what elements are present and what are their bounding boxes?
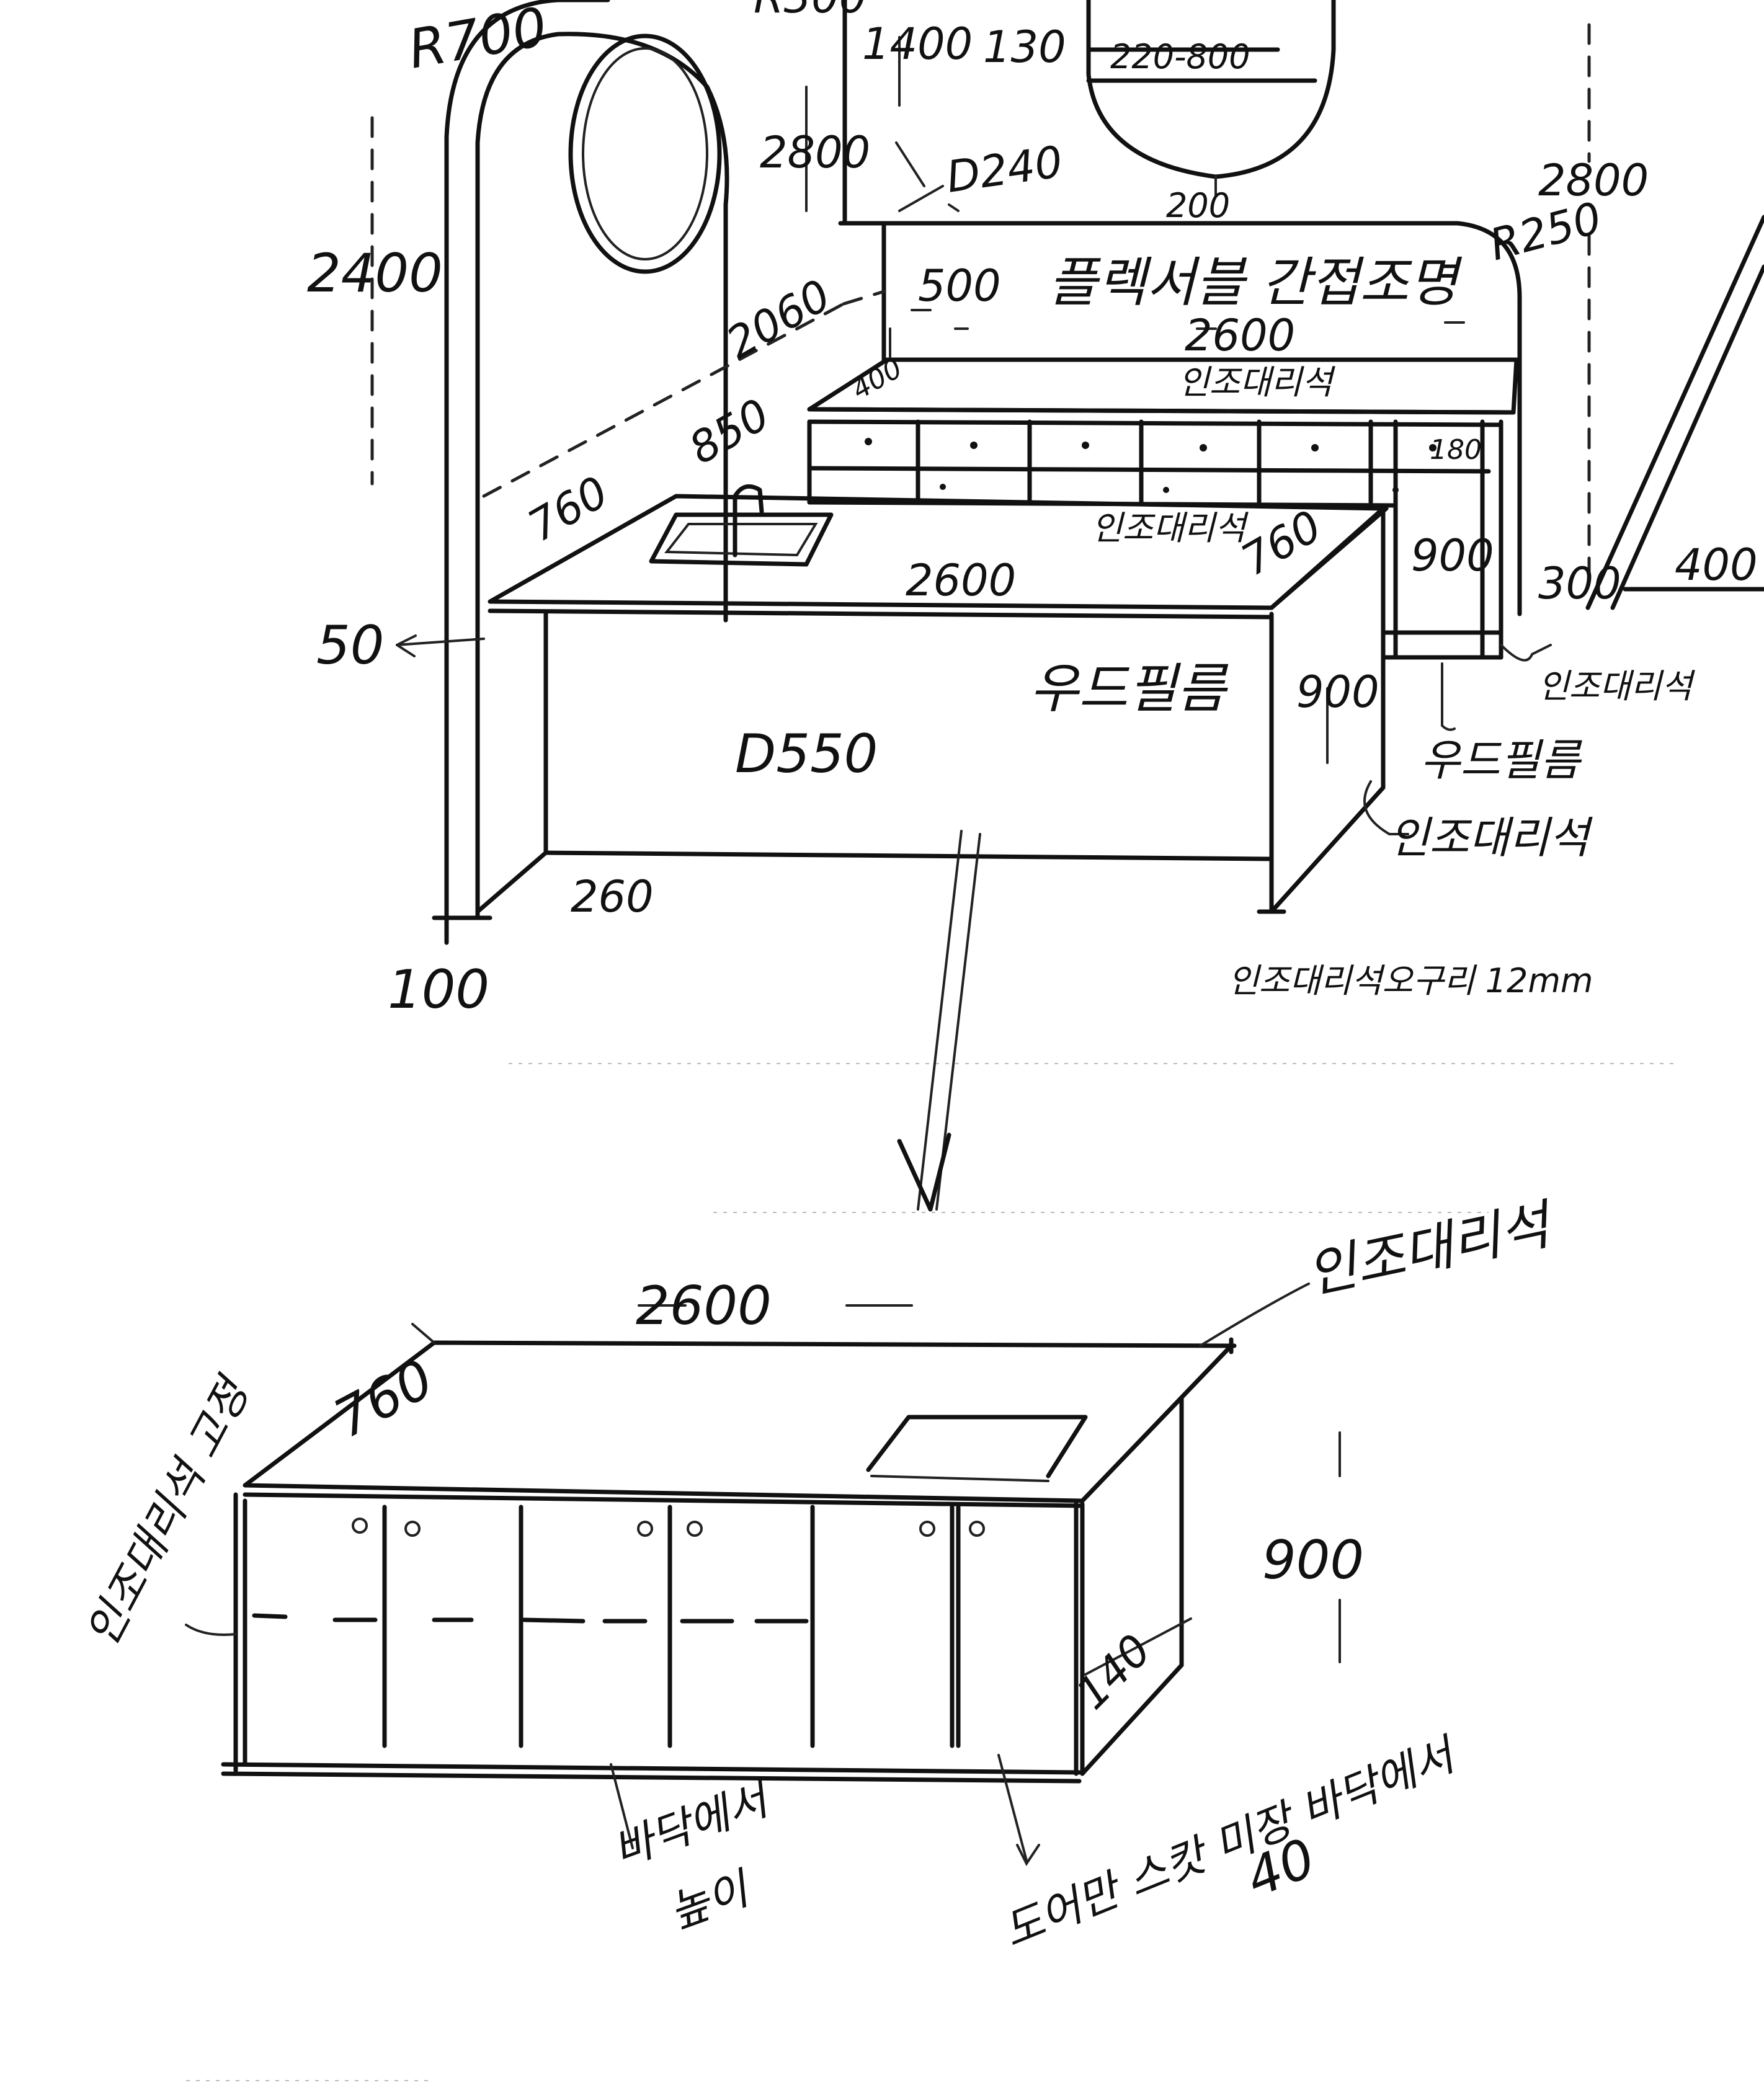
label-180: 180 bbox=[1430, 434, 1482, 466]
lower-doors bbox=[252, 1505, 985, 1748]
label-base-material: 인조대리석 bbox=[1538, 667, 1696, 706]
sink bbox=[649, 512, 834, 567]
oval-mirror bbox=[568, 33, 722, 274]
label-400-right: 400 bbox=[1675, 540, 1758, 590]
upper-perspective-drawing bbox=[370, 0, 1764, 1212]
label-lower-900: 900 bbox=[1262, 1529, 1364, 1591]
label-500: 500 bbox=[918, 260, 1001, 311]
upper-labels: R700 R300 1400 130 220-800 2800 D240 200… bbox=[307, 0, 1758, 1021]
label-900-front: 900 bbox=[1296, 667, 1379, 718]
label-r700: R700 bbox=[404, 0, 551, 81]
label-side-material: 인조대리석 bbox=[1389, 812, 1593, 863]
label-1400: 1400 bbox=[862, 19, 973, 69]
lower-sink bbox=[866, 1415, 1088, 1478]
back-panel bbox=[838, 221, 1522, 616]
label-2800-right: 2800 bbox=[1538, 155, 1649, 206]
label-lower-2600: 2600 bbox=[636, 1275, 772, 1337]
label-200: 200 bbox=[1166, 186, 1230, 225]
label-50: 50 bbox=[316, 615, 384, 677]
label-lower-base-note-2: 높이 bbox=[662, 1862, 758, 1939]
label-lower-base-note-1: 바닥에서 bbox=[607, 1773, 778, 1877]
label-lower-left-material: 인조대리석 고정 bbox=[76, 1368, 261, 1655]
label-wood-film-side: 우드필름 bbox=[1420, 735, 1582, 786]
label-850: 850 bbox=[681, 389, 778, 474]
label-lower-760: 760 bbox=[324, 1348, 443, 1450]
label-2600-back: 2600 bbox=[1185, 310, 1295, 361]
lower-perspective-drawing bbox=[185, 1283, 1341, 1866]
label-r300: R300 bbox=[754, 0, 866, 23]
label-lower-door-note: 도어만 스캇 미장 바닥에서 bbox=[996, 1728, 1465, 1957]
lower-labels: 2600 760 인조대리석 인조대리석 고정 900 140 바닥에서 높이 … bbox=[76, 1193, 1559, 1957]
label-sink-top-material: 인조대리석 bbox=[1092, 509, 1249, 548]
back-counter-top bbox=[807, 357, 1519, 415]
faucet-icon bbox=[733, 484, 764, 558]
pendant-lamp bbox=[1086, 0, 1336, 179]
scan-artifacts bbox=[186, 1063, 1675, 2081]
arched-panel-outer bbox=[444, 0, 610, 920]
label-thickness-note: 인조대리석오구리 12mm bbox=[1228, 961, 1593, 1000]
label-260: 260 bbox=[571, 871, 654, 922]
label-flexible-indirect-lighting: 플렉서블 간접조명 bbox=[1048, 252, 1463, 314]
label-220-800: 220-800 bbox=[1110, 37, 1250, 76]
label-lower-top-material: 인조대리석 bbox=[1302, 1193, 1559, 1306]
label-130: 130 bbox=[983, 22, 1066, 73]
label-760-right: 760 bbox=[1233, 500, 1330, 586]
label-2060: 2060 bbox=[718, 270, 839, 369]
label-2800-left: 2800 bbox=[760, 127, 870, 178]
label-back-top-material: 인조대리석 bbox=[1178, 363, 1336, 402]
label-900-back: 900 bbox=[1411, 530, 1494, 581]
label-d240: D240 bbox=[943, 136, 1066, 203]
label-2600-front: 2600 bbox=[906, 555, 1016, 606]
label-d550: D550 bbox=[735, 723, 878, 785]
label-300: 300 bbox=[1538, 558, 1621, 609]
arched-panel-inner bbox=[475, 32, 729, 920]
label-100: 100 bbox=[388, 959, 489, 1021]
label-wood-film-front: 우드필름 bbox=[1030, 658, 1229, 720]
label-2400: 2400 bbox=[307, 242, 443, 305]
